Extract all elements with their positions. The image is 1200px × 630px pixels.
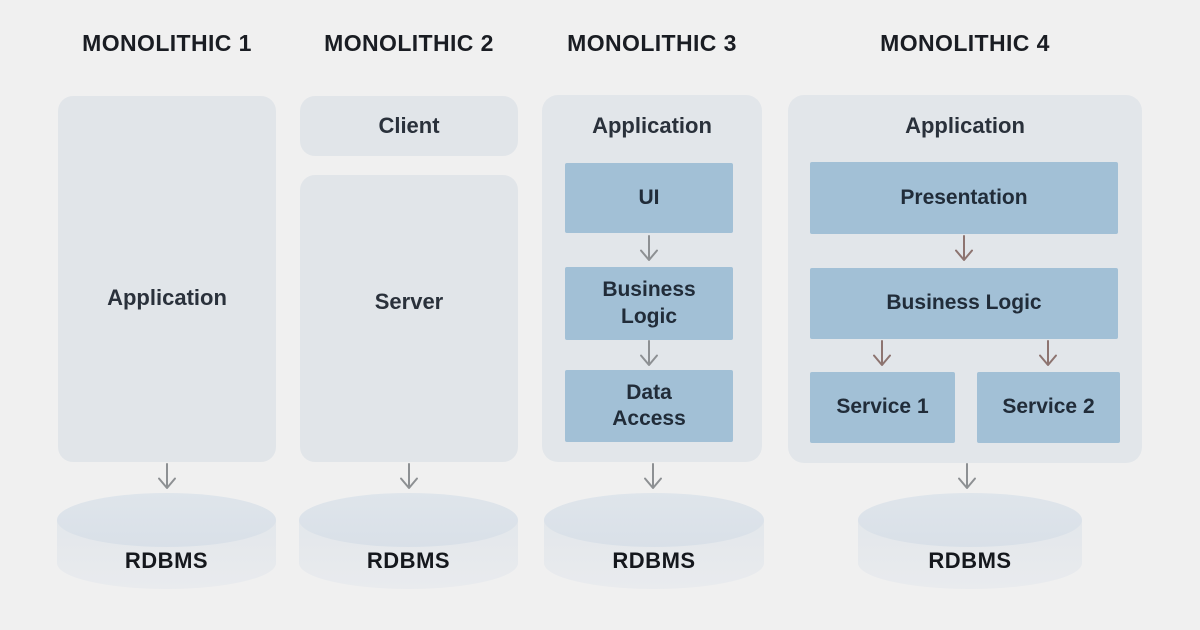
cylinder-top bbox=[57, 493, 276, 547]
business-logic-box-col3: Business Logic bbox=[565, 267, 733, 340]
rdbms-label-col3: RDBMS bbox=[612, 548, 696, 573]
column-title-monolithic-1: MONOLITHIC 1 bbox=[82, 29, 252, 56]
arrow-down-icon bbox=[644, 463, 662, 489]
application-label-col3: Application bbox=[592, 113, 712, 138]
column-title-monolithic-3: MONOLITHIC 3 bbox=[567, 29, 737, 56]
column-title-monolithic-4: MONOLITHIC 4 bbox=[880, 29, 1050, 56]
service-1-label: Service 1 bbox=[836, 395, 929, 419]
arrow-down-icon bbox=[640, 235, 658, 261]
ui-layer-label: UI bbox=[638, 185, 660, 209]
application-box-col1: Application bbox=[58, 96, 276, 462]
rdbms-label-col1: RDBMS bbox=[124, 548, 209, 573]
client-box-col2: Client bbox=[300, 96, 518, 156]
application-label-col1: Application bbox=[107, 285, 227, 310]
arrow-down-icon bbox=[1039, 340, 1057, 366]
rdbms-cylinder-col4: RDBMS bbox=[858, 493, 1082, 589]
service-1-box-col4: Service 1 bbox=[810, 372, 955, 443]
business-logic-label: Business Logic bbox=[602, 278, 696, 328]
service-2-box-col4: Service 2 bbox=[977, 372, 1120, 443]
rdbms-label-col2: RDBMS bbox=[366, 548, 451, 573]
ui-layer-box-col3: UI bbox=[565, 163, 733, 233]
business-logic-label-col4: Business Logic bbox=[886, 291, 1042, 315]
arrow-down-icon bbox=[955, 235, 973, 261]
presentation-box-col4: Presentation bbox=[810, 162, 1118, 234]
client-label-col2: Client bbox=[378, 113, 440, 138]
arrow-down-icon bbox=[640, 340, 658, 366]
application-label-col4: Application bbox=[905, 113, 1025, 138]
rdbms-cylinder-col3: RDBMS bbox=[544, 493, 764, 589]
arrow-down-icon bbox=[158, 463, 176, 489]
server-label-col2: Server bbox=[374, 288, 444, 314]
rdbms-cylinder-col1: RDBMS bbox=[57, 493, 276, 589]
data-access-box-col3: Data Access bbox=[565, 370, 733, 442]
data-access-label: Data Access bbox=[612, 380, 686, 430]
cylinder-top bbox=[299, 493, 518, 547]
presentation-label: Presentation bbox=[900, 185, 1028, 209]
arrow-down-icon bbox=[958, 463, 976, 489]
arrow-down-icon bbox=[400, 463, 418, 489]
business-logic-box-col4: Business Logic bbox=[810, 268, 1118, 339]
rdbms-cylinder-col2: RDBMS bbox=[299, 493, 518, 589]
cylinder-top bbox=[544, 493, 764, 547]
cylinder-top bbox=[858, 493, 1082, 547]
server-box-col2: Server bbox=[300, 175, 518, 462]
arrow-down-icon bbox=[873, 340, 891, 366]
rdbms-label-col4: RDBMS bbox=[928, 548, 1012, 573]
column-title-monolithic-2: MONOLITHIC 2 bbox=[324, 29, 494, 56]
service-2-label: Service 2 bbox=[1002, 395, 1095, 419]
